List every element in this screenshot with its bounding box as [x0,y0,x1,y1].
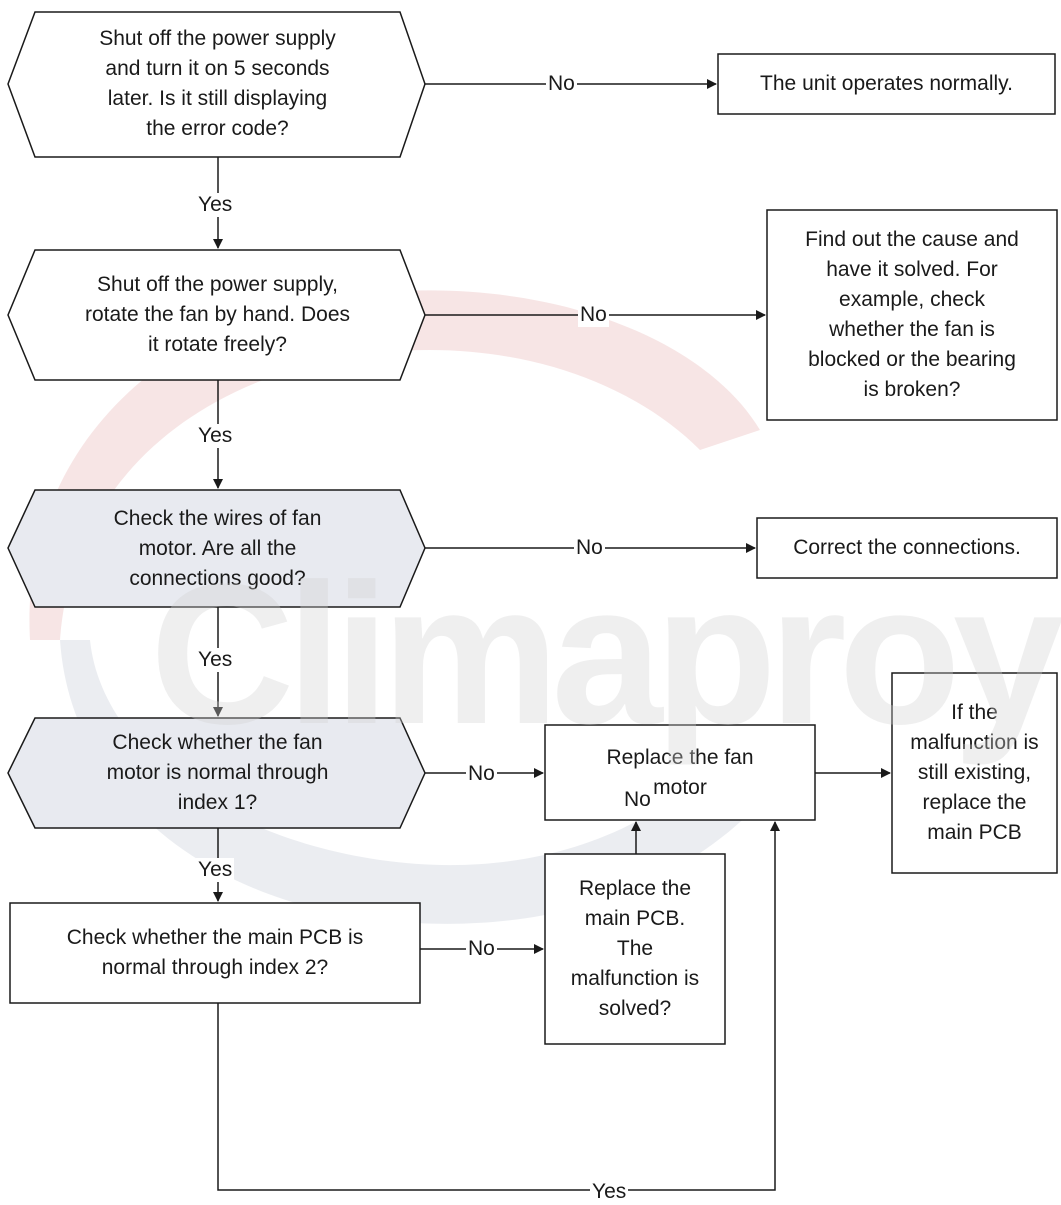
edge-label-d4-yes: Yes [196,858,235,882]
decision-hexagon-4 [7,717,426,829]
edge-label-d4-no: No [466,762,497,786]
result-box-1 [717,53,1056,115]
edge-label-d1-yes: Yes [196,193,235,217]
result-box-2 [766,209,1058,421]
edge-r6-yes [217,821,780,1191]
decision-text-3: Check the wires of fan motor. Are all th… [113,506,322,590]
watermark-text: Climaproyec [150,543,1061,766]
result-text-1: The unit operates normally. [760,72,1013,95]
edge-label-d2-yes: Yes [196,424,235,448]
result-text-5: If the malfunction is still existing, re… [910,701,1039,844]
decision-text-2: Shut off the power supply, rotate the fa… [84,273,350,356]
result-box-5 [891,672,1058,874]
decision-hexagon-2 [7,249,426,381]
shapes [7,11,1058,1045]
decision-hexagon-3 [7,489,426,608]
result-text-6: Replace the main PCB. The malfunction is… [570,877,700,1020]
edge-label-r6-no: No [622,788,653,812]
edge-label-p5-no: No [466,937,497,961]
result-box-6 [544,853,726,1045]
result-text-3: Correct the connections. [793,536,1021,559]
edge-label-d3-yes: Yes [196,648,235,672]
edge-label-d2-no: No [578,303,609,327]
decision-text-1: Shut off the power supply and turn it on… [99,27,336,140]
edge-label-d1-no: No [546,72,577,96]
process-box-5 [9,902,421,1004]
process-text-5: Check whether the main PCB is normal thr… [66,926,364,979]
decision-text-4: Check whether the fan motor is normal th… [106,731,329,814]
result-text-4: Replace the fan motor [606,745,754,799]
result-text-2: Find out the cause and have it solved. F… [805,228,1019,401]
watermark-swoosh-blue [60,640,780,924]
edge-label-d3-no: No [574,536,605,560]
edge-label-r6-yes: Yes [590,1180,629,1204]
result-box-3 [756,517,1058,579]
result-box-4 [544,724,816,821]
decision-hexagon-1 [7,11,426,158]
